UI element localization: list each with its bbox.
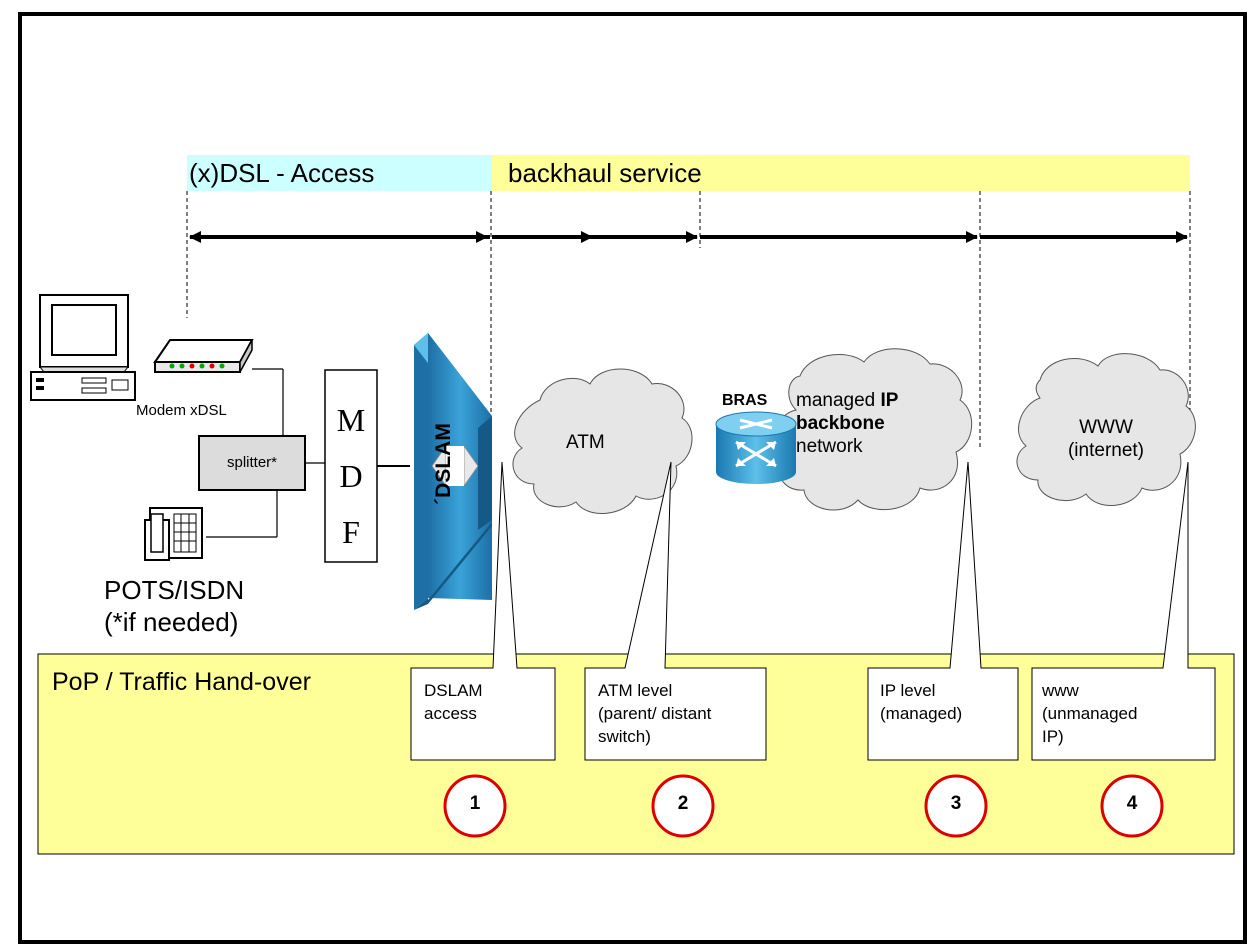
marker-rings [443, 774, 1164, 838]
splitter-box [198, 435, 306, 491]
backbone-line1-a: managed [796, 390, 881, 411]
callout-2: ATM level (parent/ distant switch) [598, 679, 711, 748]
callout-3: IP level (managed) [880, 679, 962, 725]
bras-router-icon [715, 411, 797, 484]
callout-2-line3: switch) [598, 727, 651, 746]
www-line2: (internet) [1067, 440, 1145, 461]
backhaul-band [492, 155, 1190, 191]
callout-1-line2: access [424, 704, 477, 723]
callout-2-line1: ATM level [598, 681, 673, 700]
callout-1: DSLAM access [424, 679, 483, 725]
phone-label-line1: POTS/ISDN [104, 575, 245, 605]
backhaul-band-label: backhaul service [508, 158, 702, 188]
www-line1: WWW [1079, 417, 1133, 438]
modem-label: Modem xDSL [136, 402, 227, 419]
dashed-guides [186, 191, 1191, 450]
callout-4-line2: (unmanaged [1042, 704, 1138, 723]
marker-4: 4 [1126, 793, 1138, 814]
www-cloud-label: WWW (internet) [1040, 416, 1172, 462]
phone-label-line2: (*if needed) [104, 607, 239, 637]
callout-shapes [410, 461, 1216, 761]
telephone-icon [144, 507, 203, 561]
marker-1: 1 [469, 793, 481, 814]
www-cloud [1016, 353, 1196, 506]
callout-4: www (unmanaged IP) [1042, 679, 1137, 748]
access-band [187, 155, 492, 191]
callout-4-line3: IP) [1042, 727, 1064, 746]
backbone-cloud-label: managed IP backbone network [796, 389, 898, 458]
callout-3-line2: (managed) [880, 704, 963, 723]
backbone-line2: backbone [796, 413, 885, 434]
backbone-line3: network [796, 436, 863, 457]
pop-title: PoP / Traffic Hand-over [52, 668, 311, 696]
callout-2-line2: (parent/ distant [598, 704, 712, 723]
dslam-icon [414, 333, 492, 610]
atm-cloud-label: ATM [566, 432, 605, 453]
marker-2: 2 [677, 793, 689, 814]
modem-icon [153, 339, 254, 373]
mdf-letter-f: F [342, 514, 360, 550]
access-band-label: (x)DSL - Access [189, 158, 375, 188]
splitter-label: splitter* [226, 454, 278, 471]
mdf-letter-m: M [336, 402, 366, 438]
marker-3: 3 [950, 793, 962, 814]
mdf-box [324, 369, 378, 563]
computer-icon [30, 294, 136, 401]
callout-3-line1: IP level [880, 681, 936, 700]
mdf-letter-d: D [339, 458, 363, 494]
dslam-label: ´DSLAM [432, 423, 455, 505]
callout-4-line1: www [1042, 681, 1079, 700]
mdf-letters: M D F [325, 392, 377, 560]
callout-1-line1: DSLAM [424, 681, 483, 700]
customer-wiring [206, 368, 325, 538]
backbone-line1-b: IP [880, 390, 899, 411]
bras-label: BRAS [722, 392, 768, 409]
